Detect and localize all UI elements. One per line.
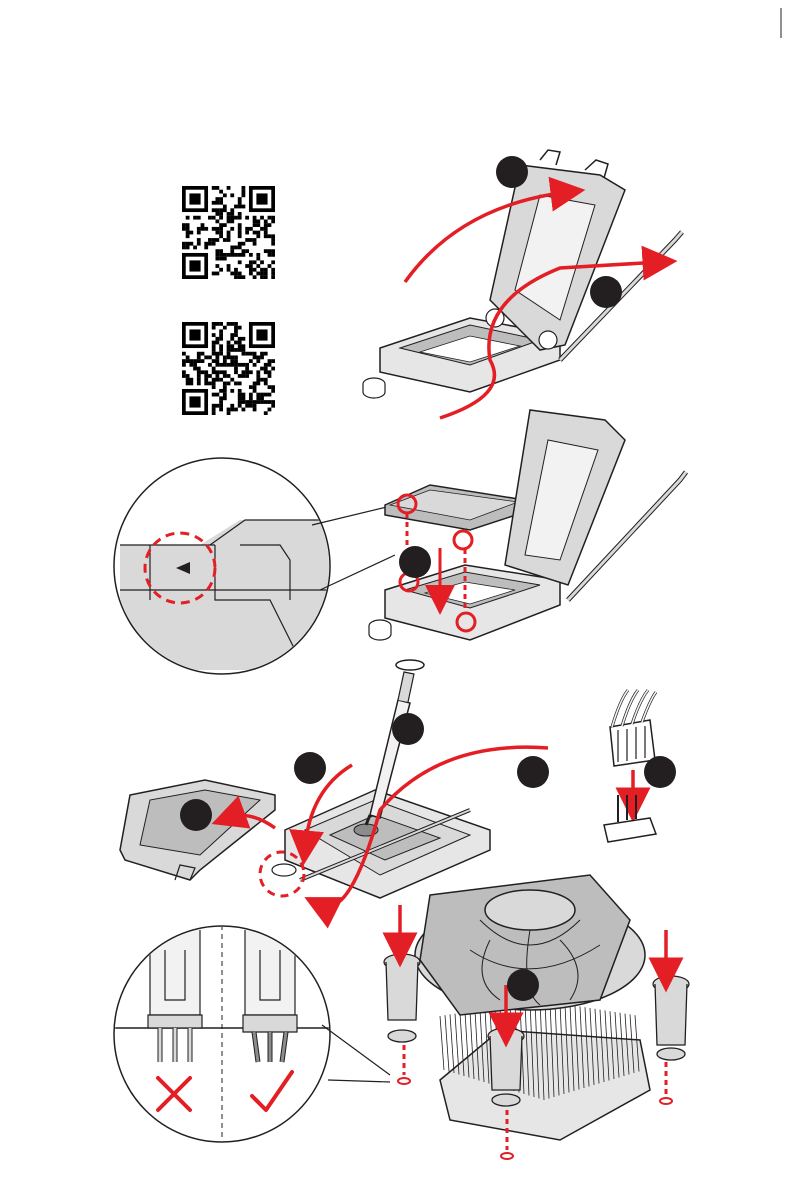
step-badge: [517, 756, 549, 788]
step-badge: [496, 156, 528, 188]
step-badge: [590, 276, 622, 308]
step-badge: [644, 756, 676, 788]
step-badge: [399, 546, 431, 578]
fan-connector-illustration: [604, 690, 676, 842]
cooler-mount-illustration: [100, 875, 689, 1159]
step-badge: [392, 713, 424, 745]
step-badge: [180, 799, 212, 831]
socket-open-illustration: [363, 150, 682, 418]
step-badge: [294, 752, 326, 784]
thermal-paste-illustration: [120, 660, 549, 907]
step-badge: [507, 969, 539, 1001]
cpu-insert-illustration: [114, 410, 686, 674]
